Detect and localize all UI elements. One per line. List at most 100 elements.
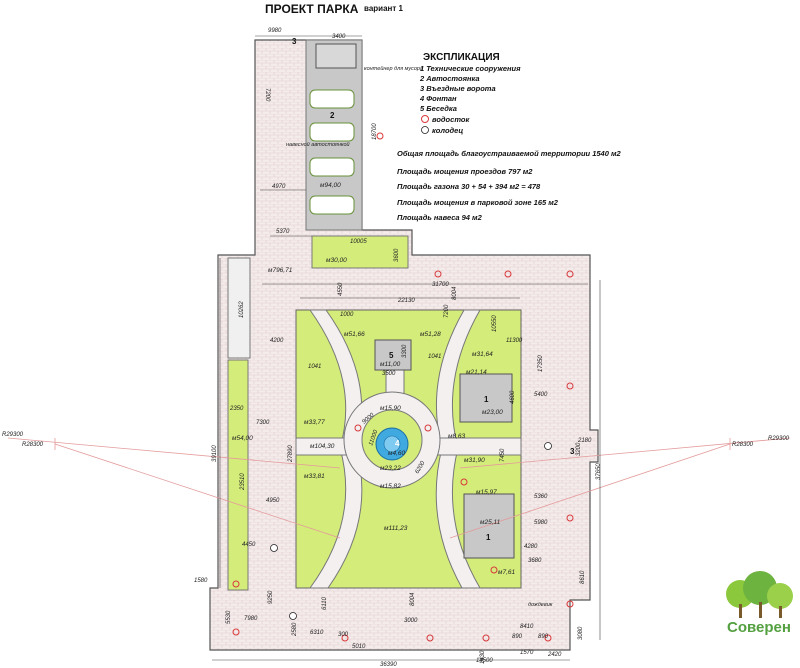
dim: 1000 xyxy=(340,312,354,318)
explication-item: 4 Фонтан xyxy=(420,94,457,103)
dark-strip-left xyxy=(227,257,251,359)
dim: 10005 xyxy=(350,239,367,245)
dim: 7200 xyxy=(444,304,450,318)
number-label: 3 xyxy=(570,447,575,456)
company-logo xyxy=(726,571,793,618)
dim: 4950 xyxy=(266,498,280,504)
radius-lines xyxy=(7,437,791,539)
dim: 3680 xyxy=(528,558,542,564)
parked-cars xyxy=(309,89,355,215)
dim: 3500 xyxy=(382,371,396,377)
dim: 5010 xyxy=(352,644,366,650)
number-label: 1 xyxy=(484,395,489,404)
dim: 23510 xyxy=(240,473,246,491)
number-label: 2 xyxy=(330,111,335,120)
area-label: м15,90 xyxy=(380,405,401,412)
dim: 11300 xyxy=(506,338,523,344)
dim: 2350 xyxy=(229,406,244,412)
dim: 7300 xyxy=(256,420,270,426)
variant-label: вариант 1 xyxy=(364,4,403,13)
dim: 4550 xyxy=(338,282,344,296)
dim: 7980 xyxy=(244,616,258,622)
dim: 4450 xyxy=(242,542,256,548)
info-line: Площадь газона 30 + 54 + 394 м2 = 478 xyxy=(397,182,541,191)
number-label: 5 xyxy=(389,351,394,360)
canopy-label: навесной автостоянкой xyxy=(286,141,350,148)
number-label: 4 xyxy=(395,439,400,448)
dim: 5360 xyxy=(534,494,548,500)
dimension-lines xyxy=(212,35,601,661)
explication-item: 3 Въездные ворота xyxy=(420,84,496,93)
dim: 3200 xyxy=(576,442,582,456)
dim: 3400 xyxy=(332,34,346,40)
area-label: м4,60 xyxy=(388,450,405,457)
container-label: контейнер для мусора xyxy=(364,65,423,72)
dim: 7450 xyxy=(500,448,506,462)
roofs-label: дождевик xyxy=(528,602,553,608)
dim: 22130 xyxy=(397,298,415,304)
explication-item: 1 Технические сооружения xyxy=(420,64,521,73)
dim: 1580 xyxy=(194,578,208,584)
area-label: м8,63 xyxy=(448,433,465,440)
wells xyxy=(270,126,552,620)
dim: 6110 xyxy=(322,596,328,610)
dim: 8004 xyxy=(410,592,416,606)
dim: R29300 xyxy=(768,436,790,442)
page-title: ПРОЕКТ ПАРКА xyxy=(265,2,359,16)
dim: 5980 xyxy=(534,520,548,526)
dim: 3080 xyxy=(578,626,584,640)
area-label: м23,22 xyxy=(380,465,401,472)
area-label: м30,00 xyxy=(326,257,347,264)
well-legend: колодец xyxy=(432,126,464,135)
dim: 4970 xyxy=(272,184,286,190)
dim: 8610 xyxy=(580,570,586,584)
area-label: м21,14 xyxy=(466,369,487,376)
dim: 9980 xyxy=(268,28,282,34)
area-label: м111,23 xyxy=(384,525,408,532)
dim: 4600 xyxy=(510,390,516,404)
dim: 10262 xyxy=(239,301,245,318)
explication-heading: ЭКСПЛИКАЦИЯ xyxy=(423,52,500,63)
dim: 8004 xyxy=(452,286,458,300)
area-label: м7,61 xyxy=(498,569,515,576)
area-label: м15,82 xyxy=(380,483,401,490)
drains xyxy=(232,115,574,642)
dim: 2180 xyxy=(577,438,592,444)
dim: 8410 xyxy=(520,624,534,630)
explication-item: 5 Беседка xyxy=(420,104,457,113)
area-label: м104,30 xyxy=(310,443,335,450)
area-label: м54,00 xyxy=(232,435,253,442)
area-label: м33,81 xyxy=(304,473,325,480)
area-label: м94,00 xyxy=(320,182,341,189)
dim: 36390 xyxy=(380,662,397,668)
container-box xyxy=(315,43,357,69)
area-label: м31,90 xyxy=(464,457,485,464)
dim: 9250 xyxy=(268,590,274,604)
dim: 17350 xyxy=(538,355,544,372)
dim: 37650 xyxy=(596,463,602,480)
dim: 27890 xyxy=(288,445,294,463)
dim: 31700 xyxy=(432,282,449,288)
area-label: м11,00 xyxy=(380,361,401,368)
dim: 5400 xyxy=(534,392,548,398)
dim: 4200 xyxy=(270,338,284,344)
dim: 11000 xyxy=(368,429,379,447)
dim: 3600 xyxy=(394,248,400,262)
dim: R29300 xyxy=(2,432,24,438)
dim: 6310 xyxy=(310,630,324,636)
area-label: м25,11 xyxy=(480,519,501,526)
dim: 890 xyxy=(512,634,523,640)
dim: 18700 xyxy=(372,123,378,140)
dim: 4280 xyxy=(524,544,538,550)
info-line: Площадь мощения проездов 797 м2 xyxy=(397,167,533,176)
dim: 14500 xyxy=(476,658,493,664)
area-label: м51,66 xyxy=(344,331,365,338)
dim: 2420 xyxy=(547,652,562,658)
area-label: м23,00 xyxy=(482,409,503,416)
dim: 1041 xyxy=(428,354,441,360)
drain-legend: водосток xyxy=(432,115,470,124)
number-label: 1 xyxy=(486,533,491,542)
dim: R28300 xyxy=(22,442,44,448)
dim: 2580 xyxy=(292,622,298,637)
area-label: м31,64 xyxy=(472,351,493,358)
